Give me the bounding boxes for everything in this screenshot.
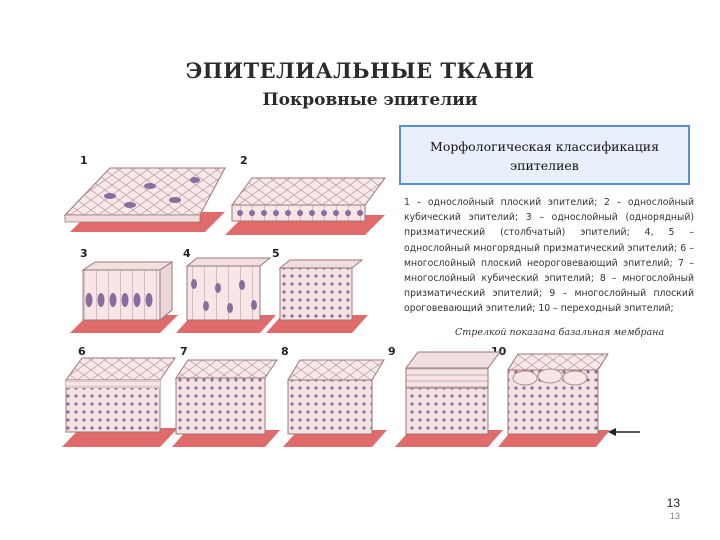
figure-label-7: 7: [180, 345, 188, 358]
figure-8-stratified-columnar: [283, 359, 387, 447]
classification-description: 1 – однослойный плоский эпителий; 2 – од…: [404, 197, 694, 315]
figure-1-simple-squamous: [63, 167, 226, 232]
figure-4-pseudostratified: [176, 257, 276, 333]
arrow-icon: [608, 428, 640, 436]
figure-7-stratified-cuboidal: [172, 359, 280, 447]
figure-6-stratified-squamous: [62, 357, 178, 447]
figure-9-keratinized: [395, 351, 503, 447]
figure-label-6: 6: [78, 345, 86, 358]
page-subtitle: Покровные эпителии: [262, 90, 478, 110]
membrane-note: Стрелкой показана базальная мембрана: [455, 327, 665, 338]
figure-label-8: 8: [281, 345, 289, 358]
figure-label-9: 9: [388, 345, 396, 358]
figure-3-simple-columnar: [70, 261, 178, 333]
page-number-small: 13: [669, 511, 680, 521]
figure-label-1: 1: [80, 154, 88, 167]
page-title: ЭПИТЕЛИАЛЬНЫЕ ТКАНИ: [185, 58, 535, 83]
figure-10-transitional: [498, 353, 610, 447]
classification-box: Морфологическая классификация эпителиев: [399, 125, 690, 185]
figure-label-5: 5: [272, 247, 280, 260]
figure-2-simple-cuboidal: [225, 177, 386, 235]
figure-label-2: 2: [240, 154, 248, 167]
figure-5-pseudostratified-ciliated: [266, 259, 368, 333]
figure-label-4: 4: [183, 247, 191, 260]
figure-label-3: 3: [80, 247, 88, 260]
page-number: 13: [666, 496, 680, 510]
